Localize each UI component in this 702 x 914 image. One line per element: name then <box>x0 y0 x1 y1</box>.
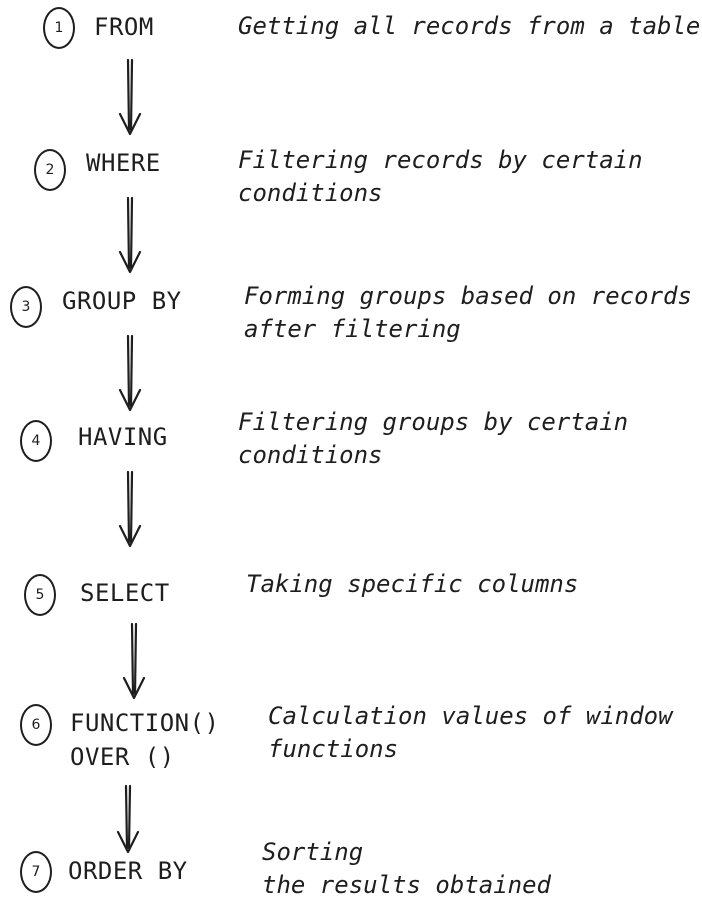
step-3-number: 3 <box>21 299 31 315</box>
step-6-keyword: FUNCTION() OVER () <box>70 709 220 771</box>
step-6-number: 6 <box>31 717 41 733</box>
step-5-keyword: SELECT <box>80 579 170 607</box>
step-7-number: 7 <box>31 864 41 880</box>
arrow-5-to-6 <box>122 622 146 700</box>
step-7-description: Sorting the results obtained <box>262 838 551 899</box>
arrow-6-to-7 <box>116 784 140 854</box>
step-1-keyword: FROM <box>94 13 154 41</box>
step-6-description: Calculation values of window functions <box>268 702 673 763</box>
step-3-number-badge: 3 <box>10 286 42 328</box>
step-4-number-badge: 4 <box>20 420 52 462</box>
step-1-description: Getting all records from a table <box>238 12 701 40</box>
step-2-keyword: WHERE <box>86 149 161 177</box>
step-3-description: Forming groups based on records after fi… <box>244 282 692 343</box>
step-5-number-badge: 5 <box>24 574 56 616</box>
step-6-number-badge: 6 <box>20 704 52 746</box>
step-5-number: 5 <box>35 587 45 603</box>
step-2-number: 2 <box>45 162 55 178</box>
step-2-number-badge: 2 <box>34 149 66 191</box>
step-3-keyword: GROUP BY <box>62 287 182 315</box>
step-1-number-badge: 1 <box>43 7 75 49</box>
step-1-number: 1 <box>54 20 64 36</box>
arrow-4-to-5 <box>118 470 142 548</box>
step-7-number-badge: 7 <box>20 851 52 893</box>
step-2-description: Filtering records by certain conditions <box>238 146 643 207</box>
step-4-keyword: HAVING <box>78 423 168 451</box>
arrow-1-to-2 <box>118 58 142 136</box>
step-4-description: Filtering groups by certain conditions <box>238 408 629 469</box>
step-4-number: 4 <box>31 433 41 449</box>
arrow-3-to-4 <box>118 334 142 412</box>
arrow-2-to-3 <box>118 196 142 274</box>
step-7-keyword: ORDER BY <box>68 857 188 885</box>
step-5-description: Taking specific columns <box>246 570 579 598</box>
